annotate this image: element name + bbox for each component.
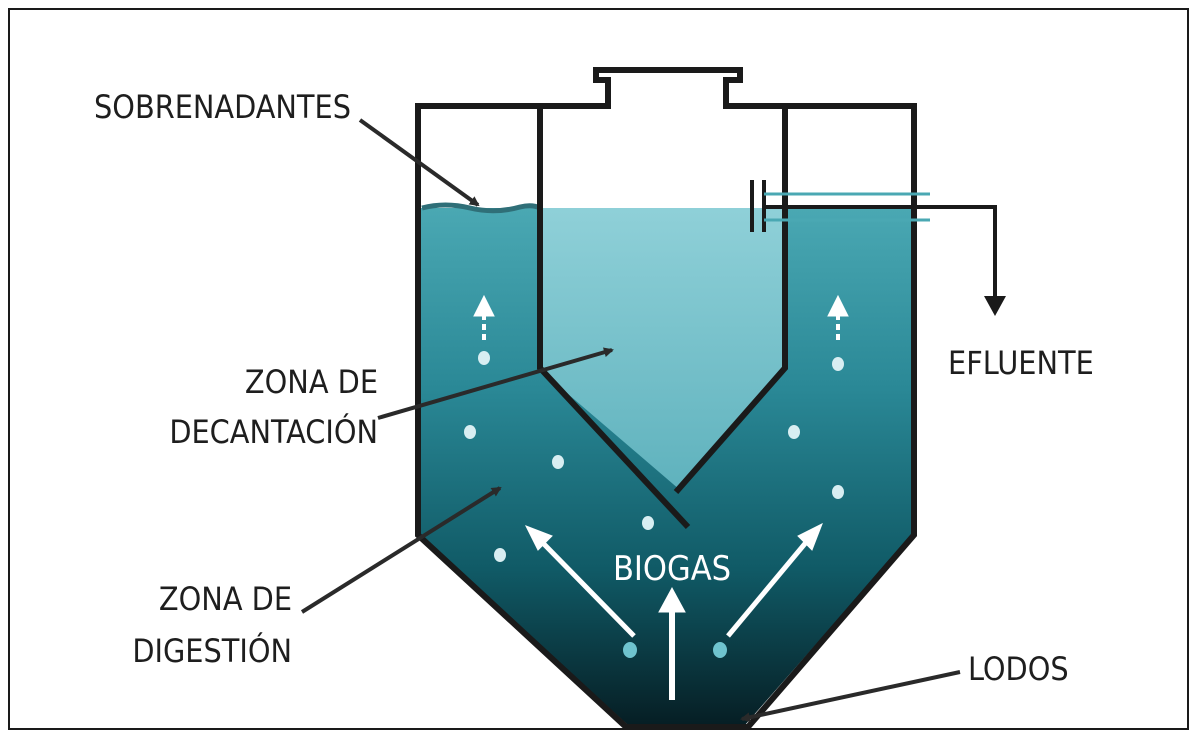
- gas-bubbles: [464, 351, 844, 658]
- label-digestion-line2: DIGESTIÓN: [132, 631, 292, 670]
- label-decantacion-line1: ZONA DE: [245, 363, 378, 401]
- label-sobrenadantes: SOBRENADANTES: [94, 88, 351, 126]
- settling-zone: [540, 208, 785, 490]
- scum-layer: [421, 202, 542, 214]
- label-biogas: BIOGAS: [613, 549, 731, 589]
- label-lodos: LODOS: [968, 650, 1069, 688]
- label-efluente: EFLUENTE: [948, 344, 1094, 382]
- upflow-arrows: [473, 294, 849, 700]
- label-decantacion-line2: DECANTACIÓN: [169, 412, 378, 451]
- leader-arrows: [300, 118, 961, 723]
- reactor-outer-wall: [415, 67, 917, 730]
- effluent-pipe: [750, 180, 1006, 316]
- label-digestion-line1: ZONA DE: [159, 580, 292, 618]
